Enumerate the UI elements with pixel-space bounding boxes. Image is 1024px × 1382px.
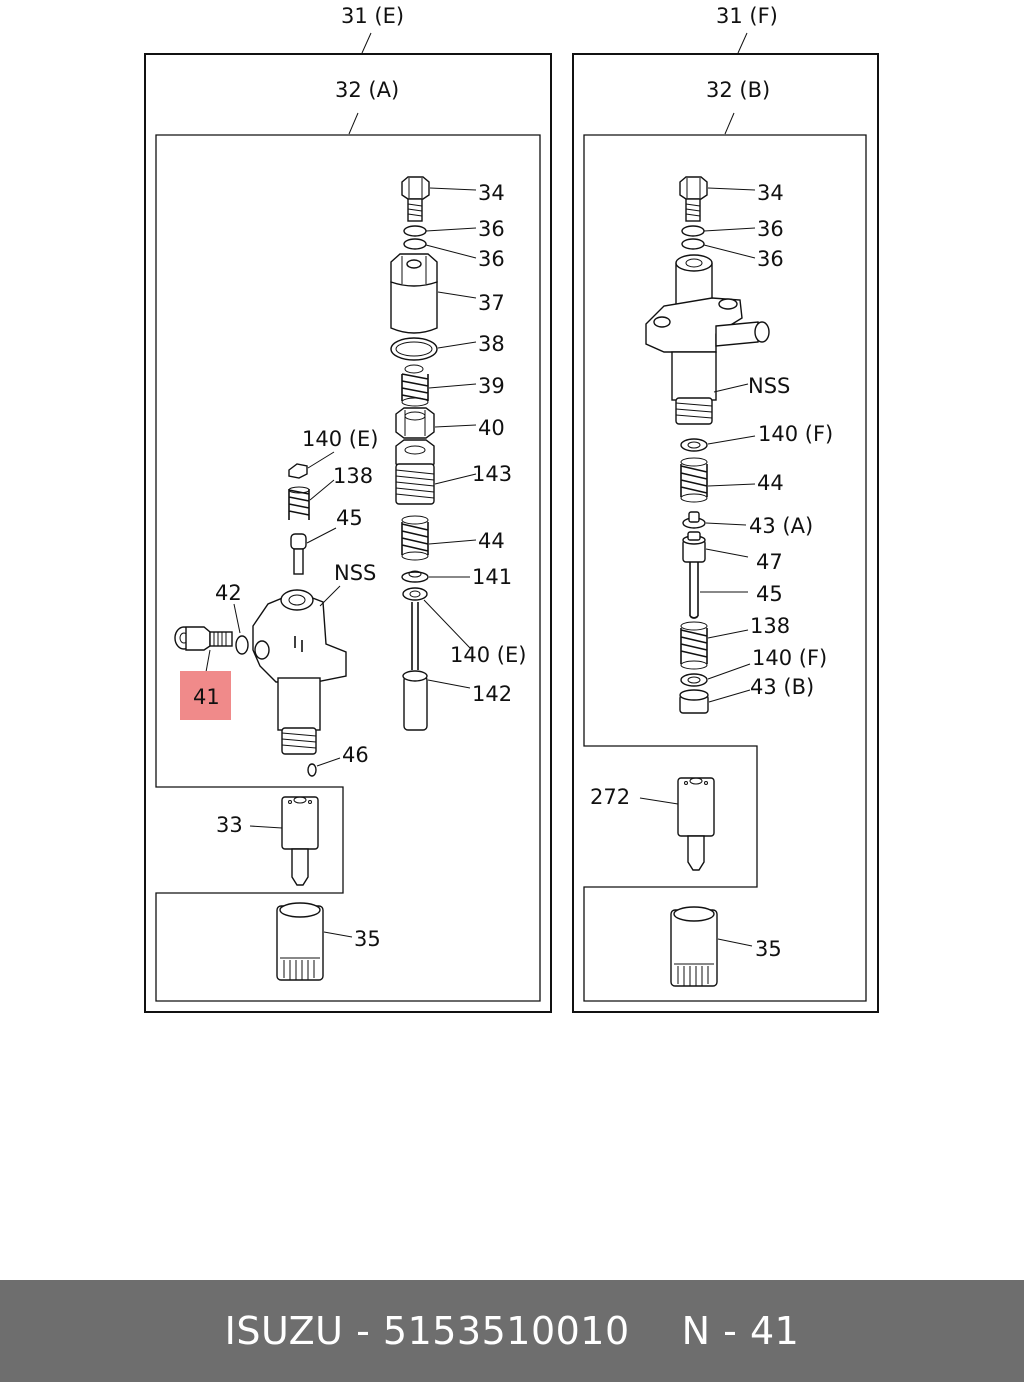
callout-39: 39 [478, 374, 505, 398]
assembly-frame-left [144, 53, 552, 1013]
part-47-spring-seat [682, 531, 706, 563]
callout-34: 34 [757, 181, 784, 205]
footer-bar: ISUZU - 5153510010 N - 41 [0, 1280, 1024, 1382]
subassembly-frame-b [583, 134, 867, 1002]
callout-47: 47 [756, 550, 783, 574]
subassembly-label-left: 32 (A) [335, 78, 399, 102]
callout-142: 142 [472, 682, 512, 706]
part-41-fitting [174, 626, 233, 651]
callout-43a: 43 (A) [749, 514, 813, 538]
assembly-label-left: 31 (E) [341, 4, 404, 28]
callout-36: 36 [757, 217, 784, 241]
part-45-pin [290, 533, 307, 575]
part-injector-body-right [645, 254, 770, 425]
callout-45: 45 [336, 506, 363, 530]
part-38-gasket [390, 337, 438, 361]
callout-44: 44 [478, 529, 505, 553]
callout-34: 34 [478, 181, 505, 205]
callout-36: 36 [478, 217, 505, 241]
footer-separator: - [356, 1309, 371, 1353]
part-43b-shim [679, 689, 709, 714]
callout-42: 42 [215, 581, 242, 605]
callout-36: 36 [757, 247, 784, 271]
part-272-nozzle [677, 777, 715, 871]
callout-37: 37 [478, 291, 505, 315]
callout-35: 35 [354, 927, 381, 951]
part-34-bolt [401, 176, 430, 222]
part-140f-washer [680, 673, 708, 687]
part-36-washer [681, 225, 705, 237]
part-40-nut [395, 407, 435, 439]
callout-140f: 140 (F) [758, 422, 833, 446]
callout-33: 33 [216, 813, 243, 837]
part-140e-washer-upper [288, 463, 308, 479]
callout-140f: 140 (F) [752, 646, 827, 670]
part-45-push-rod [689, 562, 699, 619]
footer-part-number: 5153510010 [382, 1309, 630, 1353]
part-34-bolt [679, 176, 708, 222]
callout-138: 138 [750, 614, 790, 638]
callout-nss: NSS [334, 561, 376, 585]
callout-45: 45 [756, 582, 783, 606]
callout-138: 138 [333, 464, 373, 488]
part-140f-washer [680, 438, 708, 452]
part-140e-washer [402, 587, 428, 601]
assembly-label-right: 31 (F) [716, 4, 778, 28]
part-39-spring [401, 364, 429, 407]
callout-141: 141 [472, 565, 512, 589]
part-36-washer [681, 238, 705, 250]
part-36-washer [403, 238, 427, 250]
callout-38: 38 [478, 332, 505, 356]
part-42-washer [235, 635, 249, 655]
callout-43b: 43 (B) [750, 675, 814, 699]
part-44-spring [401, 515, 429, 561]
callout-nss: NSS [748, 374, 790, 398]
part-33-nozzle [281, 796, 319, 886]
subassembly-frame-a [155, 134, 541, 1002]
parts-diagram: 31 (E) 32 (A) 31 (F) 32 (B) 34 36 36 37 … [144, 4, 879, 1013]
part-36-washer [403, 225, 427, 237]
callout-35: 35 [755, 937, 782, 961]
part-141-seat [401, 570, 429, 583]
callout-272: 272 [590, 785, 630, 809]
footer-page-label: N - 41 [681, 1309, 800, 1353]
part-143-holder [395, 439, 435, 505]
callout-46: 46 [342, 743, 369, 767]
callout-143: 143 [472, 462, 512, 486]
footer-brand: ISUZU [224, 1309, 344, 1353]
part-138-spring [680, 621, 708, 670]
callout-140e: 140 (E) [450, 643, 526, 667]
part-injector-body-left [252, 589, 347, 755]
part-35-retaining-nut [276, 902, 324, 981]
part-43a-shim [682, 511, 706, 529]
assembly-frame-right [572, 53, 879, 1013]
part-46-ball [307, 763, 317, 777]
callout-40: 40 [478, 416, 505, 440]
part-142-push-rod [402, 602, 428, 731]
callout-44: 44 [757, 471, 784, 495]
part-35-retaining-nut [670, 906, 718, 987]
callout-36: 36 [478, 247, 505, 271]
callout-41: 41 [193, 685, 220, 709]
part-138-spring [288, 486, 310, 520]
highlight-part-41 [180, 671, 231, 720]
subassembly-label-right: 32 (B) [706, 78, 770, 102]
part-44-spring [680, 457, 708, 503]
part-37-cap-nut [390, 253, 438, 334]
callout-140e: 140 (E) [302, 427, 378, 451]
